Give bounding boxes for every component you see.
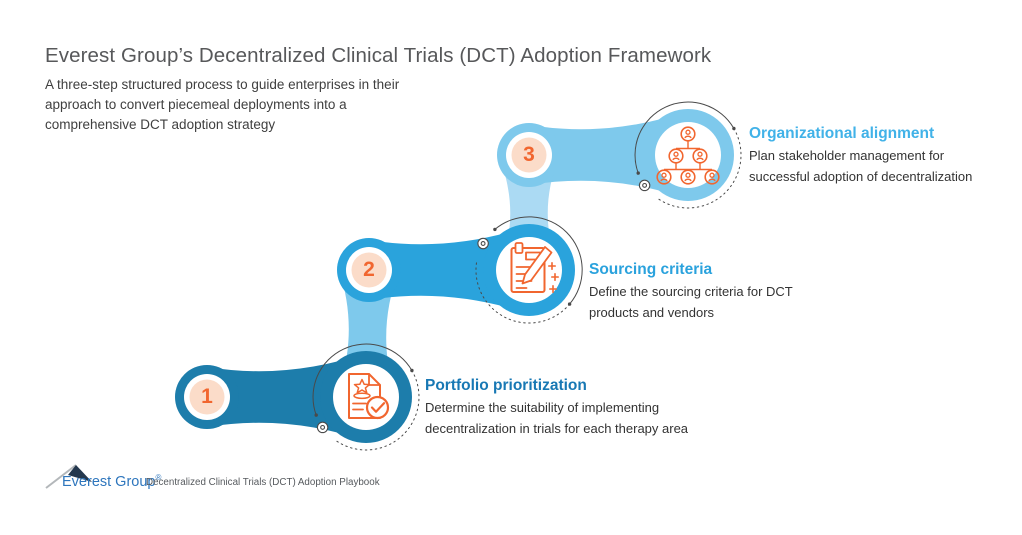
step-1-number: 1 (201, 385, 213, 408)
clipboard-pencil-icon (510, 242, 559, 293)
step-1-description: Determine the suitability of implementin… (425, 400, 689, 436)
step-3-number-badge (511, 137, 547, 173)
step-1-number-badge (189, 379, 225, 415)
step-2-shape (337, 216, 583, 324)
registered-mark: ® (155, 473, 162, 482)
page-subtitle: A three-step structured process to guide… (45, 77, 400, 132)
step-1-text: Portfolio prioritization Determine the s… (425, 376, 717, 439)
footer-caption: Decentralized Clinical Trials (DCT) Adop… (146, 477, 380, 488)
step-3-number: 3 (523, 143, 535, 166)
step-3-icon-circle (655, 122, 721, 188)
step-3-shape (497, 101, 742, 209)
document-star-check-icon (348, 373, 390, 420)
step-3-text: Organizational alignment Plan stakeholde… (749, 124, 1001, 187)
step-1-orbit-arc (312, 343, 420, 451)
page-title: Everest Group’s Decentralized Clinical T… (45, 44, 712, 67)
everest-group-mountain-icon (45, 464, 92, 489)
footer-brand-text: Everest Group (62, 473, 156, 490)
step-2-description: Define the sourcing criteria for DCT pro… (589, 284, 793, 320)
org-chart-icon (656, 126, 720, 185)
step-2-orbit-arc (475, 216, 583, 324)
step-2-text: Sourcing criteria Define the sourcing cr… (589, 260, 795, 323)
step-1-title: Portfolio prioritization (425, 377, 587, 394)
step-2-number-badge (351, 252, 387, 288)
step-3-description: Plan stakeholder management for successf… (749, 148, 973, 184)
step-3-title: Organizational alignment (749, 125, 935, 142)
step-1-shape (175, 343, 420, 451)
step-2-number: 2 (363, 258, 375, 281)
step-3-orbit-arc (634, 101, 742, 209)
step-2-title: Sourcing criteria (589, 261, 713, 278)
footer-brand: Everest Group® (62, 473, 161, 490)
